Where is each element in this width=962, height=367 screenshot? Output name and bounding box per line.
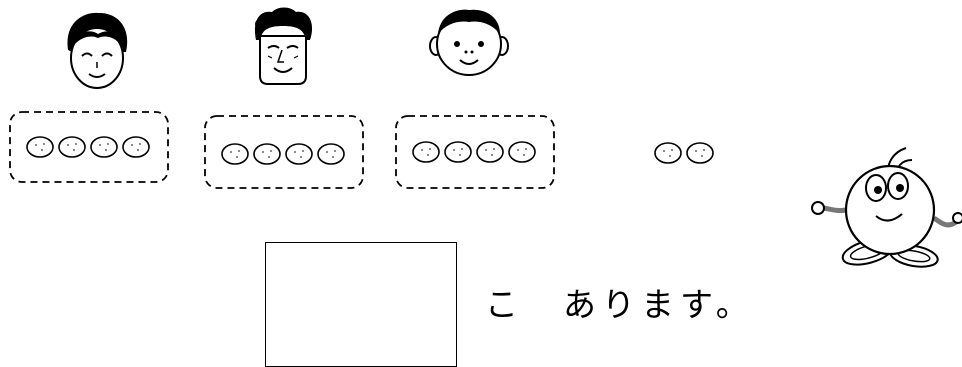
girl-face-icon (428, 6, 510, 78)
coin-group-3 (394, 114, 558, 190)
coin-group-2 (203, 114, 367, 190)
coin-icon (90, 136, 118, 158)
leftover-coins (650, 138, 722, 168)
answer-sentence: こ あります。 (485, 285, 755, 324)
coin-icon (444, 141, 472, 163)
coin-group-1 (8, 110, 172, 184)
coin-icon (654, 142, 682, 164)
old-man-face-icon (248, 6, 318, 88)
coin-icon (476, 141, 504, 163)
coin-icon (285, 143, 313, 165)
mascot-character-icon (806, 138, 962, 270)
coin-icon (253, 143, 281, 165)
coin-icon (221, 143, 249, 165)
coin-icon (317, 143, 345, 165)
boy-face-icon (62, 10, 132, 92)
answer-box[interactable] (265, 242, 457, 367)
coin-icon (58, 136, 86, 158)
coin-icon (508, 141, 536, 163)
coin-icon (686, 142, 714, 164)
coin-icon (122, 136, 150, 158)
coin-icon (412, 141, 440, 163)
coin-icon (26, 136, 54, 158)
